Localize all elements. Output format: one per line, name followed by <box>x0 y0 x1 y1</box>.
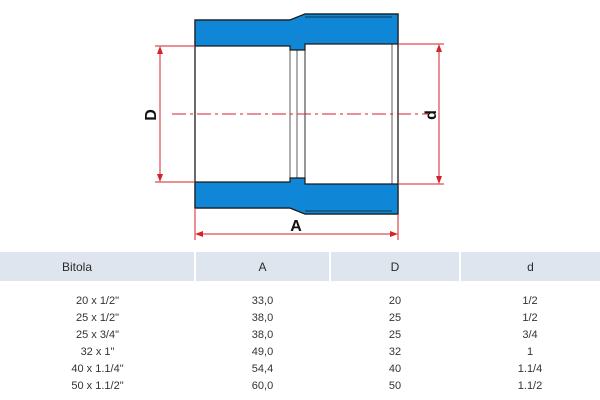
cell-bitola: 25 x 3/4" <box>75 329 120 341</box>
cell-d-lower: 1.1/4 <box>517 363 543 375</box>
cell-bitola: 32 x 1" <box>80 346 115 358</box>
cell-d-upper: 20 <box>388 295 402 307</box>
cell-d-upper: 25 <box>388 329 402 341</box>
cell-d-lower: 1.1/2 <box>517 380 543 392</box>
cell-bitola: 50 x 1.1/2" <box>71 380 124 392</box>
cell-d-lower: 1/2 <box>522 295 538 307</box>
cell-bitola: 20 x 1/2" <box>75 295 120 307</box>
cell-d-lower: 1/2 <box>522 312 538 324</box>
header-d-upper: D <box>330 252 461 281</box>
cell-d-upper: 40 <box>388 363 402 375</box>
cell-a: 60,0 <box>251 380 274 392</box>
cell-d-upper: 50 <box>388 380 402 392</box>
cell-d-lower: 3/4 <box>522 329 538 341</box>
cell-d-upper: 32 <box>388 346 402 358</box>
table-row: 32 x 1" 49,0 32 1 <box>0 344 600 361</box>
table-row: 50 x 1.1/2" 60,0 50 1.1/2 <box>0 378 600 395</box>
cell-a: 54,4 <box>251 363 274 375</box>
table-header-row: Bitola A D d <box>0 252 600 281</box>
bottom-wall <box>194 177 399 215</box>
header-bitola: Bitola <box>0 252 196 281</box>
dimension-D <box>155 45 195 183</box>
cell-a: 38,0 <box>251 312 274 324</box>
cell-bitola: 40 x 1.1/4" <box>71 363 124 375</box>
cell-a: 33,0 <box>251 295 274 307</box>
table-row: 25 x 1/2" 38,0 25 1/2 <box>0 310 600 327</box>
fitting-drawing: D d A <box>143 13 444 240</box>
cell-a: 49,0 <box>251 346 274 358</box>
cell-bitola: 25 x 1/2" <box>75 312 120 324</box>
cell-d-upper: 25 <box>388 312 402 324</box>
dimension-A-label: A <box>290 218 302 235</box>
table-row: 25 x 3/4" 38,0 25 3/4 <box>0 327 600 344</box>
table-row: 20 x 1/2" 33,0 20 1/2 <box>0 281 600 310</box>
cell-a: 38,0 <box>251 329 274 341</box>
top-wall <box>194 13 399 51</box>
spec-table: Bitola A D d 20 x 1/2" 33,0 20 1/2 25 x … <box>0 252 600 395</box>
dimension-d-label: d <box>423 110 440 120</box>
dimension-A <box>194 208 399 240</box>
header-a: A <box>195 252 331 281</box>
cell-d-lower: 1 <box>526 346 534 358</box>
dimension-D-label: D <box>143 109 160 121</box>
header-d-lower: d <box>460 252 600 281</box>
dimension-d <box>398 43 444 185</box>
table-row: 40 x 1.1/4" 54,4 40 1.1/4 <box>0 361 600 378</box>
